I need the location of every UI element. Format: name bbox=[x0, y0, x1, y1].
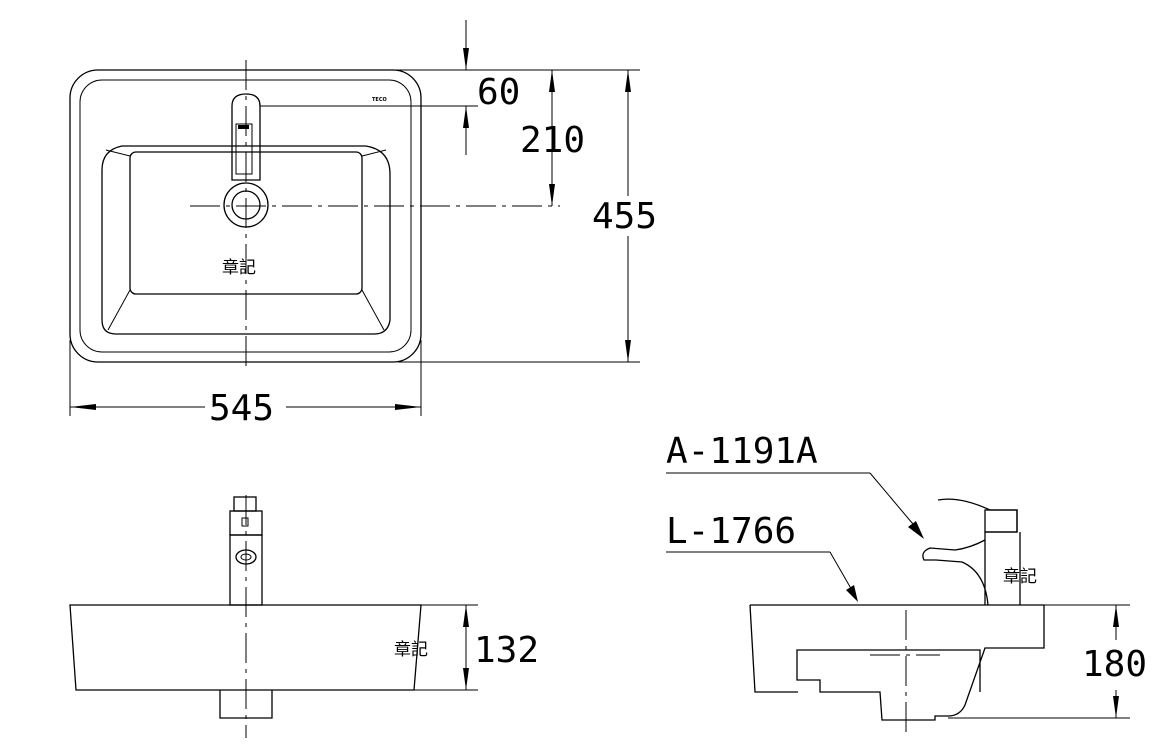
brand-mark: TECO bbox=[372, 97, 387, 103]
side-view: A-1191A L-1766 章記 180 bbox=[666, 431, 1147, 735]
dimension-545: 545 bbox=[70, 388, 421, 429]
bowl-corner-line bbox=[105, 149, 131, 157]
dimension-label: 545 bbox=[209, 388, 274, 429]
faucet-handle-side bbox=[984, 509, 1018, 533]
dimension-210: 210 bbox=[520, 70, 585, 206]
mark-note: 章記 bbox=[1003, 567, 1037, 587]
dimension-label: 455 bbox=[592, 196, 657, 237]
dimension-label: 132 bbox=[474, 630, 539, 671]
callout-label: L-1766 bbox=[666, 511, 796, 552]
top-view: TECO 章記 60 210 bbox=[69, 20, 657, 429]
callout-label: A-1191A bbox=[666, 431, 818, 472]
front-view: 132 章記 bbox=[69, 495, 539, 738]
bowl-corner-line bbox=[107, 289, 131, 331]
bowl-corner-line bbox=[361, 149, 387, 157]
dimension-180: 180 bbox=[1082, 605, 1147, 718]
mark-note: 章記 bbox=[394, 640, 428, 660]
dimension-132: 132 bbox=[463, 605, 539, 690]
callout-faucet-model: A-1191A bbox=[666, 431, 924, 539]
callout-basin-model: L-1766 bbox=[666, 511, 858, 602]
bowl-corner-line bbox=[361, 289, 385, 331]
dimension-label: 210 bbox=[520, 120, 585, 161]
basin-side-outline bbox=[749, 604, 1045, 721]
mark-note: 章記 bbox=[222, 258, 256, 278]
dimension-60: 60 bbox=[463, 20, 520, 155]
faucet-side-outline bbox=[922, 498, 1021, 606]
bowl-outer-outline bbox=[101, 145, 391, 335]
dimension-455: 455 bbox=[592, 70, 657, 362]
dimension-label: 180 bbox=[1082, 644, 1147, 685]
dimension-label: 60 bbox=[477, 72, 520, 113]
